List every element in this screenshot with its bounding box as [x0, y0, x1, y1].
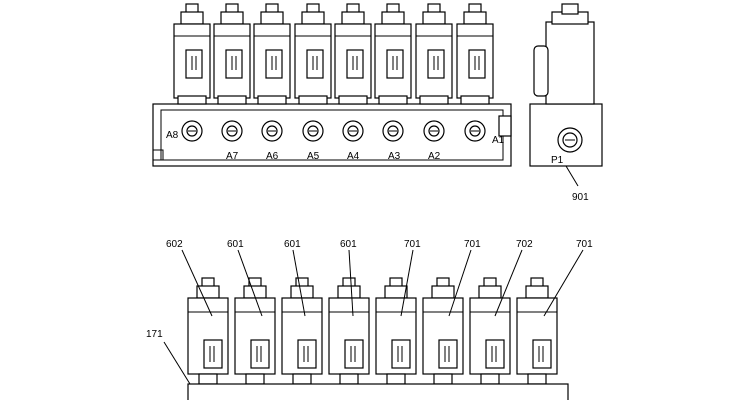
top-port: [342, 120, 364, 142]
port-label-a2: A2: [428, 151, 441, 162]
callout-leader: [494, 249, 523, 317]
port-label-a6: A6: [266, 151, 279, 162]
bottom-callout: 601: [340, 239, 357, 317]
bottom-solenoid: [187, 277, 229, 385]
top-solenoid: [213, 3, 251, 105]
bottom-solenoid: [469, 277, 511, 385]
bottom-manifold-block: [187, 383, 569, 400]
top-port: [261, 120, 283, 142]
port-label-a7: A7: [226, 151, 239, 162]
bottom-solenoid: [516, 277, 558, 385]
top-solenoid: [173, 3, 211, 105]
callout-701: 701: [576, 239, 593, 250]
callout-leader: [292, 249, 306, 317]
top-port: [221, 120, 243, 142]
callout-leader: [348, 249, 354, 317]
top-port: [181, 120, 203, 142]
bottom-callout-row: 602 601 601 601 701 701 702 701: [166, 239, 593, 317]
bottom-callout: 702: [494, 239, 533, 317]
callout-leader: [448, 249, 472, 317]
callout-702: 702: [516, 239, 533, 250]
callout-leader-171: [163, 341, 191, 385]
bottom-callout: 601: [284, 239, 306, 317]
callout-901: 901: [572, 192, 589, 203]
callout-leader: [237, 249, 263, 317]
callout-601: 601: [340, 239, 357, 250]
bottom-solenoid: [328, 277, 370, 385]
top-solenoid: [456, 3, 494, 105]
port-label-a3: A3: [388, 151, 401, 162]
pressure-port-label: P1: [551, 155, 564, 166]
top-solenoid: [374, 3, 412, 105]
top-port-row: [181, 120, 486, 142]
port-label-a5: A5: [307, 151, 320, 162]
callout-171: 171: [146, 329, 163, 340]
bottom-view: 602 601 601 601 701 701 702 701 171: [146, 239, 593, 400]
callout-leader: [400, 249, 414, 317]
callout-leader: [543, 249, 584, 317]
top-port: [302, 120, 324, 142]
top-solenoid: [334, 3, 372, 105]
bottom-callout: 601: [227, 239, 263, 317]
port-label-a1: A1: [492, 135, 505, 146]
callout-leader-901: [565, 165, 579, 187]
callout-leader: [181, 249, 213, 317]
top-solenoid-row: [173, 3, 494, 105]
side-callout: 171: [146, 329, 191, 385]
bottom-solenoid: [375, 277, 417, 385]
callout-602: 602: [166, 239, 183, 250]
port-label-a4: A4: [347, 151, 360, 162]
bottom-solenoid: [234, 277, 276, 385]
pressure-valve: P1 901: [529, 3, 603, 203]
bottom-callout: 701: [543, 239, 593, 317]
bottom-solenoid: [422, 277, 464, 385]
bottom-callout: 701: [448, 239, 481, 317]
bottom-callout: 701: [400, 239, 421, 317]
top-solenoid: [253, 3, 291, 105]
bottom-solenoid-row: [187, 277, 558, 385]
top-port: [423, 120, 445, 142]
bottom-solenoid: [281, 277, 323, 385]
callout-701: 701: [404, 239, 421, 250]
callout-601: 601: [227, 239, 244, 250]
top-manifold-block: [152, 103, 512, 167]
callout-701: 701: [464, 239, 481, 250]
port-label-a8: A8: [166, 130, 179, 141]
bottom-callout: 602: [166, 239, 213, 317]
top-port: [464, 120, 486, 142]
top-solenoid: [294, 3, 332, 105]
top-port: [382, 120, 404, 142]
top-solenoid: [415, 3, 453, 105]
callout-601: 601: [284, 239, 301, 250]
